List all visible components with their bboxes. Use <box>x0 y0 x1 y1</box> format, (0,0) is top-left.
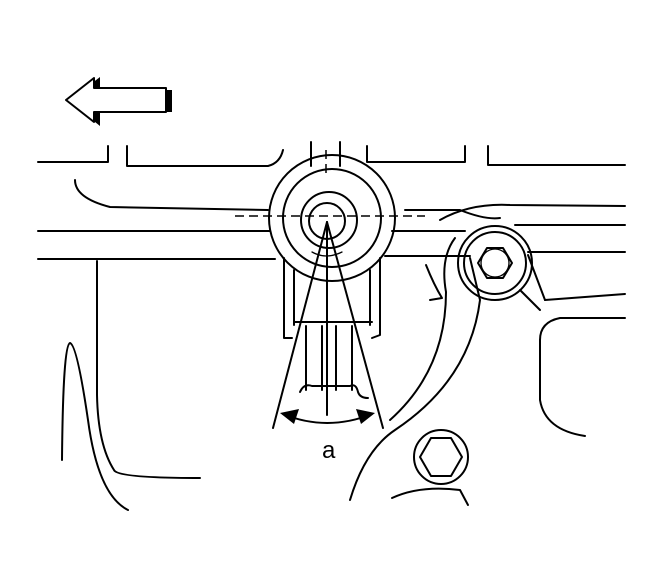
angle-label: a <box>322 437 336 464</box>
direction-arrow-icon <box>65 77 172 126</box>
hex-nut-upper-icon <box>457 225 533 301</box>
angle-lines <box>272 221 384 429</box>
hex-nut-lower-icon <box>413 429 469 485</box>
angle-arc <box>280 409 375 424</box>
mount-bushing <box>268 154 396 399</box>
frame-outline <box>37 141 626 511</box>
